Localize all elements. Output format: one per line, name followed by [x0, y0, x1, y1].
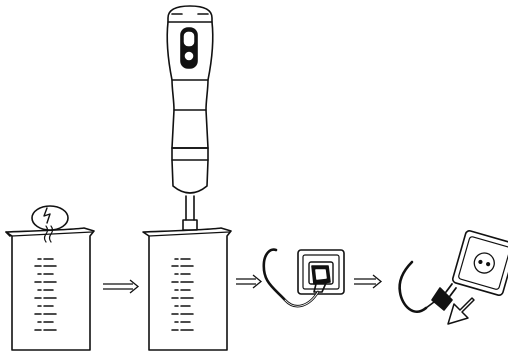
- pull-direction-arrow-icon: [447, 297, 475, 325]
- arrow-3-icon: [354, 274, 383, 289]
- step-3-plug-in-socket-icon: [262, 248, 345, 308]
- beaker-2-graduations: [171, 258, 194, 331]
- removed-plug-icon: [425, 283, 457, 311]
- step-1-beaker-icon: [5, 205, 95, 351]
- step-2-blender-icon: [142, 5, 232, 351]
- step-4-plug-removed-icon: [398, 230, 508, 325]
- beaker-1-graduations: [34, 258, 57, 331]
- arrow-2-icon: [236, 274, 263, 289]
- arrow-1-icon: [103, 279, 140, 294]
- steam-bubble-icon: [31, 205, 69, 243]
- power-button-icon: [180, 27, 198, 69]
